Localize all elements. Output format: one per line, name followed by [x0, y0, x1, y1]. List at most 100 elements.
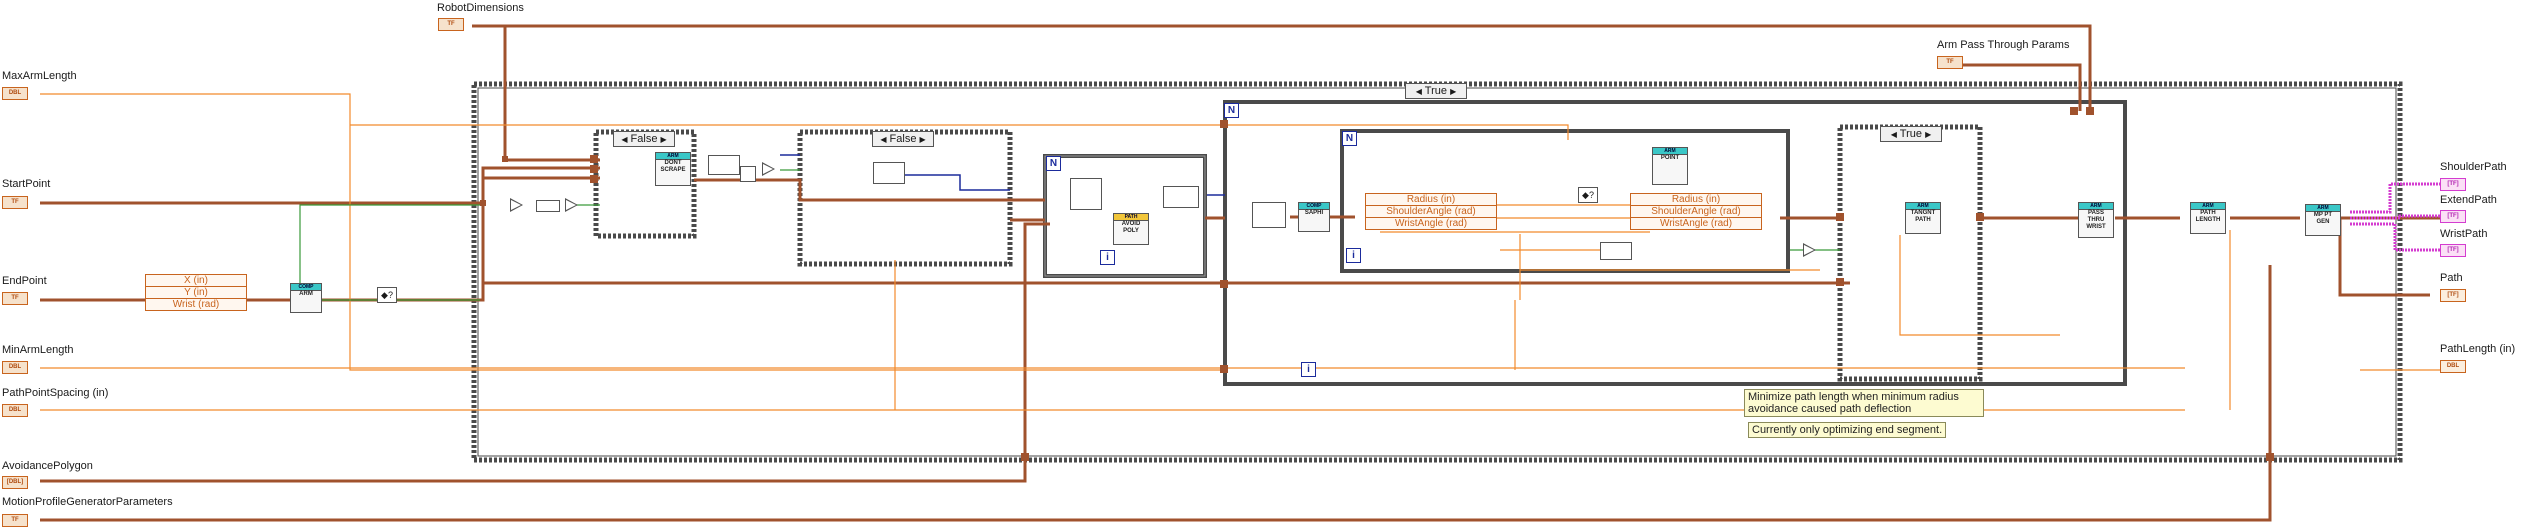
comparison-icon[interactable] — [1600, 242, 1632, 260]
path-point-spacing-terminal[interactable]: DBL — [2, 404, 28, 417]
case-next-icon[interactable]: ▶ — [1925, 130, 1932, 139]
start-point-label: StartPoint — [2, 178, 51, 190]
numeric-wires — [40, 93, 2440, 411]
path-length-label: PathLength (in) — [2440, 343, 2516, 355]
endpoint-unbundle-by-name[interactable]: X (in) Y (in) Wrist (rad) — [145, 274, 247, 311]
unbundle-wrist: Wrist (rad) — [172, 299, 220, 310]
for-loop-3 — [1340, 129, 1790, 273]
bundle-shoulder-angle: ShoulderAngle (rad) — [1631, 206, 1761, 218]
max-arm-length-terminal[interactable]: DBL — [2, 87, 28, 100]
path-terminal[interactable]: [TF] — [2440, 289, 2466, 302]
loop-bundle-by-name[interactable]: Radius (in) ShoulderAngle (rad) WristAng… — [1630, 193, 1762, 230]
for-loop-2 — [1223, 100, 2127, 386]
loop-unbundle-by-name[interactable]: Radius (in) ShoulderAngle (rad) WristAng… — [1365, 193, 1497, 230]
numeric-constant-icon[interactable] — [740, 166, 756, 182]
min-arm-length-terminal[interactable]: DBL — [2, 361, 28, 374]
compare-function-icon[interactable] — [1803, 243, 1816, 257]
extend-path-terminal[interactable]: [TF] — [2440, 210, 2466, 223]
avoidance-polygon-label: AvoidancePolygon — [2, 460, 93, 472]
loop-2-iteration-terminal: i — [1301, 362, 1316, 377]
inner-case-2-selector[interactable]: ◀ False ▶ — [872, 131, 934, 147]
array-function-icon[interactable] — [1252, 202, 1286, 228]
inner-case-3-selector[interactable]: ◀ True ▶ — [1880, 126, 1942, 142]
case-prev-icon[interactable]: ◀ — [1890, 130, 1897, 139]
loop-1-count-terminal[interactable]: N — [1046, 156, 1061, 171]
min-arm-length-label: MinArmLength — [2, 344, 74, 356]
bundle-radius: Radius (in) — [1631, 194, 1761, 206]
extend-path-label: ExtendPath — [2440, 194, 2497, 206]
arm-pass-through-params-terminal[interactable]: TF — [1937, 56, 1963, 69]
wrist-path-terminal[interactable]: [TF] — [2440, 244, 2466, 257]
start-point-terminal[interactable]: TF — [2, 196, 28, 209]
inner-case-structure-1 — [593, 129, 697, 239]
case-next-icon[interactable]: ▶ — [660, 135, 667, 144]
inner-case-1-value: False — [630, 133, 658, 145]
shoulder-path-terminal[interactable]: [TF] — [2440, 178, 2466, 191]
max-arm-length-label: MaxArmLength — [2, 70, 77, 82]
path-point-spacing-label: PathPointSpacing (in) — [2, 387, 109, 399]
bundle-wrist-angle: WristAngle (rad) — [1659, 218, 1733, 229]
path-length-terminal[interactable]: DBL — [2440, 360, 2466, 373]
cluster-wires — [40, 24, 2440, 522]
unbundle-radius: Radius (in) — [1366, 194, 1496, 206]
array-function-icon[interactable] — [708, 155, 740, 175]
path-label: Path — [2440, 272, 2463, 284]
end-point-terminal[interactable]: TF — [2, 292, 28, 305]
avoidance-polygon-terminal[interactable]: [DBL] — [2, 476, 28, 489]
motion-profile-params-terminal[interactable]: TF — [2, 514, 28, 527]
motion-profile-params-label: MotionProfileGeneratorParameters — [2, 496, 173, 508]
array-function-icon[interactable] — [873, 162, 905, 184]
array-function-icon[interactable] — [1070, 178, 1102, 210]
loop-3-iteration-terminal: i — [1346, 248, 1361, 263]
minimize-path-note: Minimize path length when minimum radius… — [1744, 389, 1984, 417]
compare-function-icon[interactable] — [510, 198, 523, 212]
select-function-icon[interactable]: ◆? — [377, 287, 397, 303]
loop-1-iteration-terminal: i — [1100, 250, 1115, 265]
outer-case-value: True — [1424, 85, 1447, 97]
case-next-icon[interactable]: ▶ — [919, 135, 926, 144]
for-loop-1 — [1043, 154, 1207, 278]
boolean-wires — [290, 169, 1840, 301]
inner-case-3-value: True — [1899, 128, 1922, 140]
array-function-icon[interactable] — [1163, 186, 1199, 208]
shoulder-path-label: ShoulderPath — [2440, 161, 2507, 173]
loop-3-count-terminal[interactable]: N — [1342, 131, 1357, 146]
select-function-icon[interactable]: ◆? — [1578, 187, 1598, 203]
outer-case-selector[interactable]: ◀ True ▶ — [1405, 83, 1467, 99]
inner-case-2-value: False — [889, 133, 917, 145]
case-next-icon[interactable]: ▶ — [1450, 87, 1457, 96]
wire-junctions — [480, 107, 2274, 461]
inner-case-structure-3 — [1837, 124, 1983, 382]
end-point-label: EndPoint — [2, 275, 47, 287]
unbundle-shoulder-angle: ShoulderAngle (rad) — [1366, 206, 1496, 218]
inner-case-1-selector[interactable]: ◀ False ▶ — [613, 131, 675, 147]
unbundle-y: Y (in) — [146, 287, 246, 299]
inner-case-structure-2 — [797, 129, 1013, 267]
optimize-end-segment-note: Currently only optimizing end segment. — [1748, 422, 1947, 438]
robot-dimensions-terminal[interactable]: TF — [438, 18, 464, 31]
robot-dimensions-label: RobotDimensions — [437, 2, 524, 14]
compare-function-icon[interactable] — [565, 198, 578, 212]
case-prev-icon[interactable]: ◀ — [621, 135, 628, 144]
compare-function-icon[interactable] — [762, 162, 775, 176]
unbundle-icon[interactable] — [536, 200, 560, 212]
path-wires — [2350, 182, 2440, 252]
integer-wires — [780, 154, 1225, 196]
wrist-path-label: WristPath — [2440, 228, 2488, 240]
unbundle-x: X (in) — [146, 275, 246, 287]
case-prev-icon[interactable]: ◀ — [880, 135, 887, 144]
arm-pass-through-params-label: Arm Pass Through Params — [1937, 39, 2070, 51]
case-prev-icon[interactable]: ◀ — [1415, 87, 1422, 96]
unbundle-wrist-angle: WristAngle (rad) — [1394, 218, 1468, 229]
loop-2-count-terminal[interactable]: N — [1224, 103, 1239, 118]
